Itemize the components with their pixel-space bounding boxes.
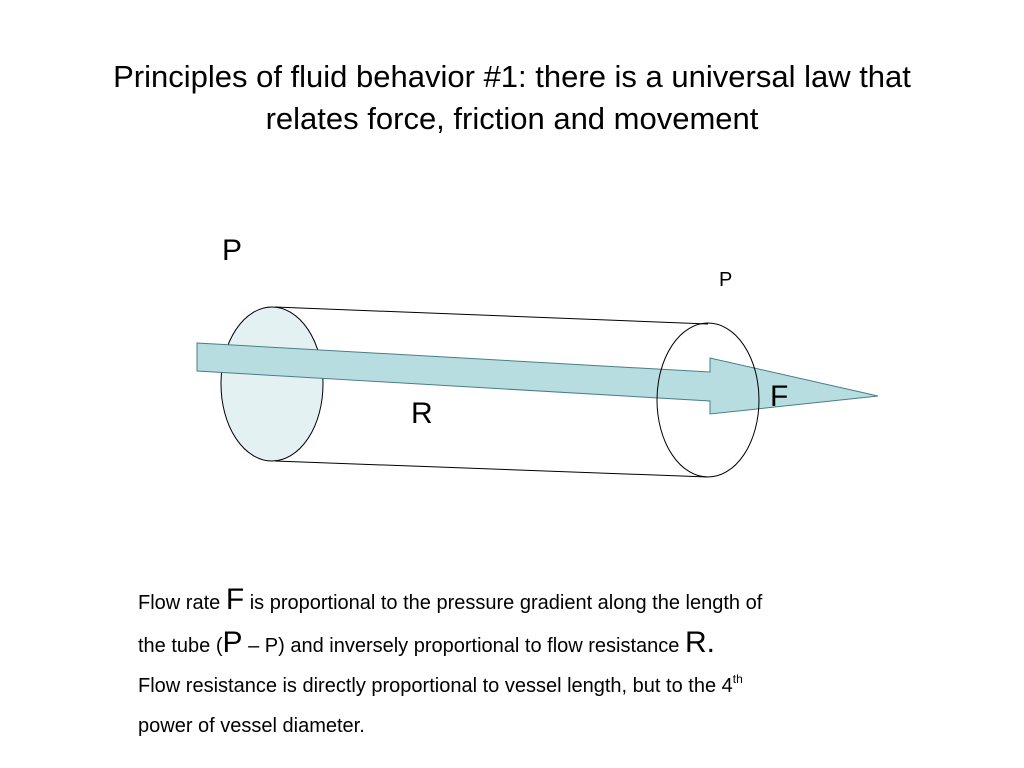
tube-inlet-end	[220, 306, 324, 462]
explanation-line-1: Flow rate F is proportional to the press…	[138, 583, 763, 616]
symbol-resistance: R.	[684, 626, 715, 659]
label-inlet-pressure: P	[222, 234, 242, 267]
explanation-line-3: Flow resistance is directly proportional…	[138, 672, 743, 697]
label-outlet-pressure: P	[719, 269, 732, 291]
tube-top-edge	[274, 306, 709, 325]
tube-bottom-edge	[274, 460, 709, 478]
label-flow: F	[770, 380, 788, 413]
title-line-1: Principles of fluid behavior #1: there i…	[113, 59, 911, 94]
flow-arrow	[196, 342, 879, 415]
superscript-th: th	[732, 672, 743, 686]
slide-title: Principles of fluid behavior #1: there i…	[40, 56, 984, 140]
tube-outlet-end	[656, 322, 760, 478]
label-resistance: R	[411, 397, 433, 430]
title-line-2: relates force, friction and movement	[265, 101, 759, 136]
explanation-line-2: the tube (P – P) and inversely proportio…	[138, 626, 715, 659]
symbol-pressure: P	[222, 626, 243, 659]
symbol-flow: F	[225, 583, 245, 616]
explanation-line-4: power of vessel diameter.	[138, 715, 365, 737]
explanation-text: Flow rate F is proportional to the press…	[138, 580, 958, 746]
